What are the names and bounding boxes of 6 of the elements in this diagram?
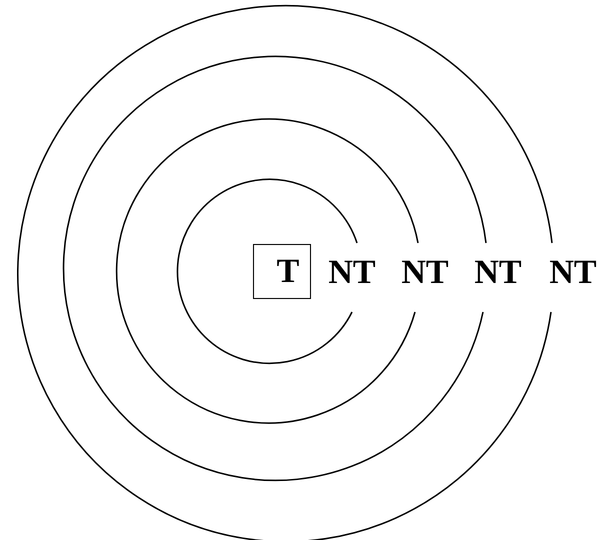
ring-label: NT	[549, 256, 597, 290]
ring-label: NT	[401, 256, 449, 290]
ring-label: NT	[474, 256, 522, 290]
box-label: T	[276, 254, 300, 288]
center-box	[253, 244, 311, 299]
ring-label: NT	[328, 256, 376, 290]
